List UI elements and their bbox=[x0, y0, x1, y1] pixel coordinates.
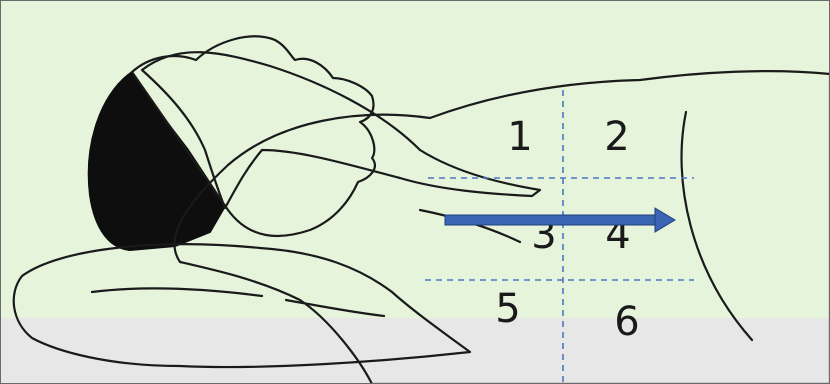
zone-5-label: 5 bbox=[495, 286, 520, 332]
zone-2-label: 2 bbox=[604, 114, 629, 160]
zone-6-label: 6 bbox=[614, 299, 639, 345]
zone-1-label: 1 bbox=[507, 114, 532, 160]
bed-surface bbox=[0, 318, 830, 384]
arrow-shaft bbox=[445, 215, 655, 225]
